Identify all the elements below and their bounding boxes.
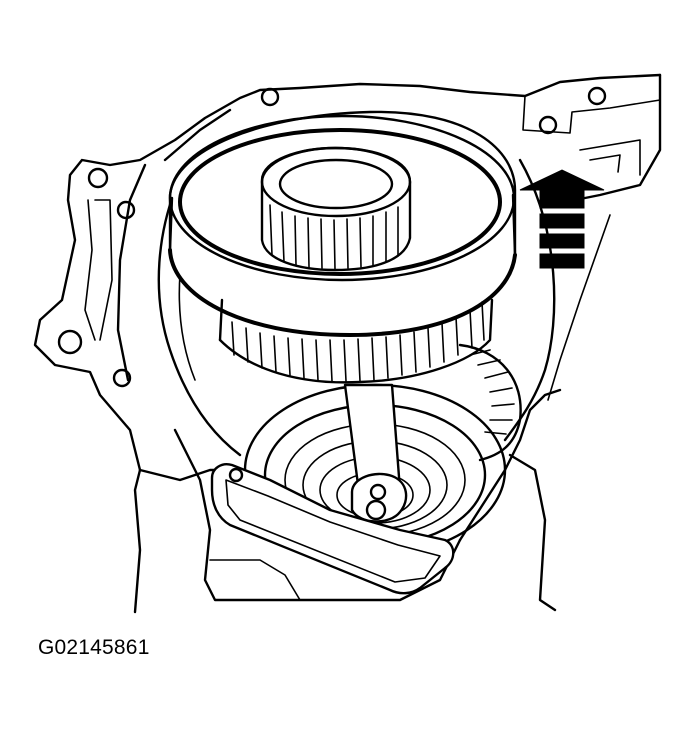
- figure-code-label: G02145861: [38, 636, 150, 659]
- case-flange-lower: [210, 463, 455, 595]
- arrow-up-icon: [519, 169, 605, 269]
- planetary-ring-splines: [218, 298, 494, 384]
- exploded-view-illustration: [33, 73, 662, 614]
- shaft-stud: [343, 383, 408, 523]
- sun-gear-hub: [260, 146, 412, 272]
- lower-gear-set: [458, 343, 522, 462]
- transaxle-case: [33, 73, 662, 614]
